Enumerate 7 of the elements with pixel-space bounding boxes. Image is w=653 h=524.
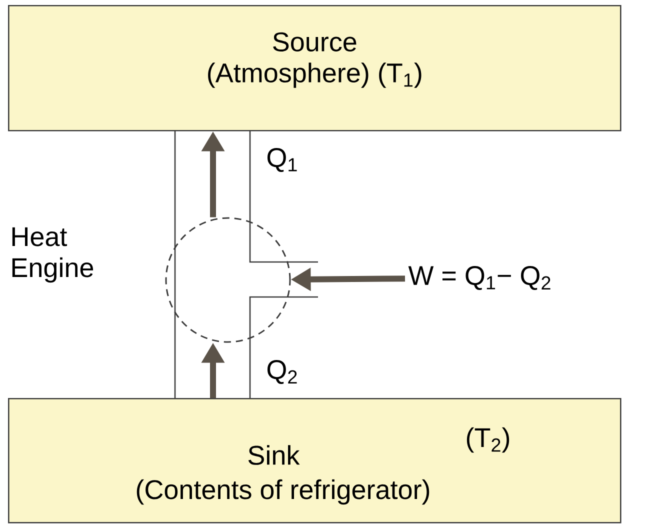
- dashed-circle: [165, 217, 291, 343]
- source-box: Source (Atmosphere) (T$_{1}$): [8, 5, 622, 132]
- work-label: W = Q$_{1}$− Q$_{2}$: [408, 266, 550, 290]
- edge-label: Q$_{1}$: [265, 147, 300, 173]
- sink-box: Sink (T$_{2}$) (Contents of refrigerator): [8, 398, 622, 524]
- edge-label: Q$_{2}$: [265, 359, 300, 385]
- engine-label: Heat Engine: [12, 227, 94, 283]
